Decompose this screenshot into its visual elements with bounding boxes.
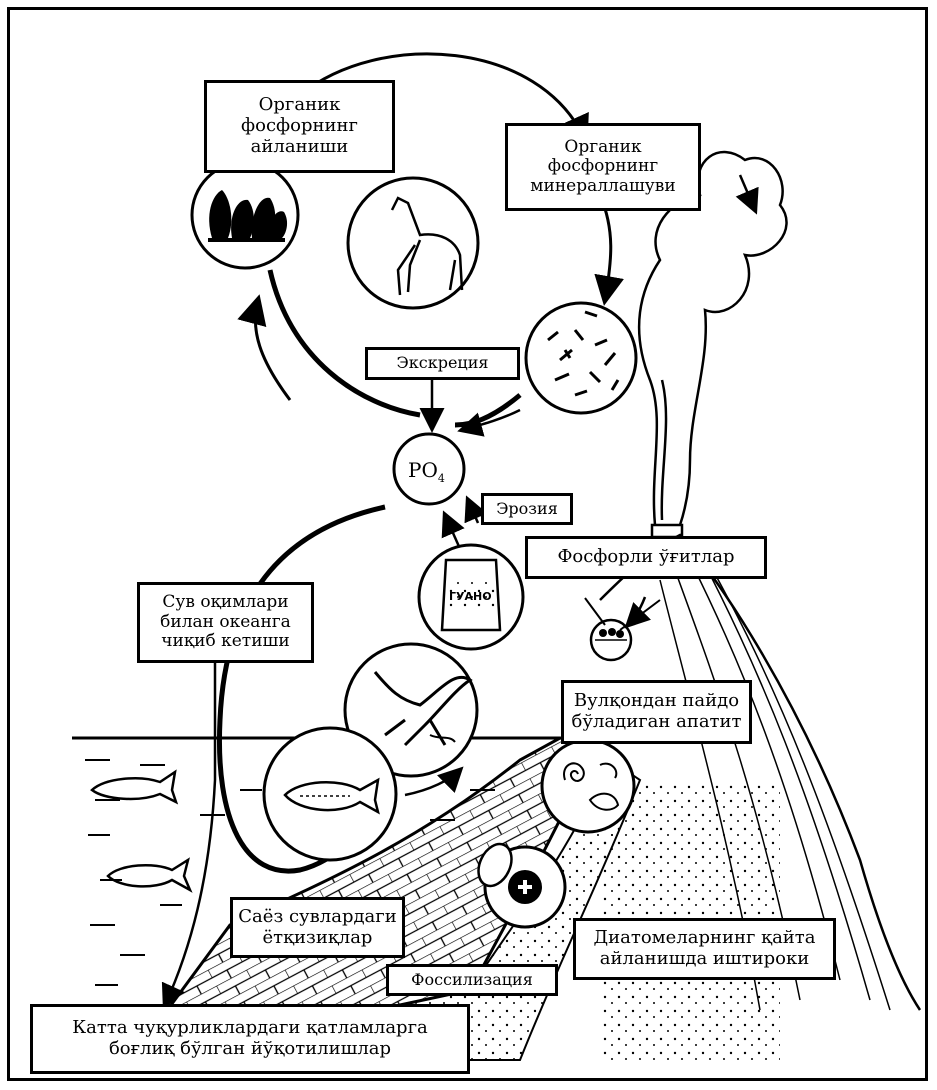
bacteria-icon xyxy=(526,303,636,413)
label-ocean-runoff: Сув оқимлари билан океанга чиқиб кетиши xyxy=(137,582,314,663)
fish-icon xyxy=(264,728,396,860)
label-fossilization: Фоссилизация xyxy=(386,964,558,996)
fish-icon xyxy=(92,772,190,890)
label-organic-cycle: Органик фосфорнинг айланиши xyxy=(204,80,395,173)
label-phosphorus-rocks: Фосфорли ўғитлар xyxy=(525,536,767,579)
erosion-arrow xyxy=(468,500,478,523)
fossil-icon xyxy=(542,740,634,832)
guano-bag-label: ГУАНО xyxy=(449,590,492,603)
guano-bag-icon: ГУАНО xyxy=(419,545,523,649)
label-erosion: Эрозия xyxy=(481,493,573,525)
label-shallow-sediments: Саёз сувлардаги ётқизиқлар xyxy=(230,897,405,958)
fertilizer-to-apatite-arrow xyxy=(628,597,645,625)
label-diatom-cycle: Диатомеларнинг қайта айланишда иштироки xyxy=(573,918,836,980)
excretion-arc-right xyxy=(455,395,520,425)
forest-icon xyxy=(192,162,298,268)
deer-icon xyxy=(348,178,478,308)
label-deep-sediment-losses: Катта чуқурликлардаги қатламларга боғлиқ… xyxy=(30,1004,470,1074)
label-organic-mineralization: Органик фосфорнинг минераллашуви xyxy=(505,123,701,211)
label-excretion: Экскреция xyxy=(365,347,520,380)
label-volcanic-apatite: Вулқондан пайдо бўладиган апатит xyxy=(561,680,752,744)
runoff-down-line xyxy=(165,630,215,1005)
